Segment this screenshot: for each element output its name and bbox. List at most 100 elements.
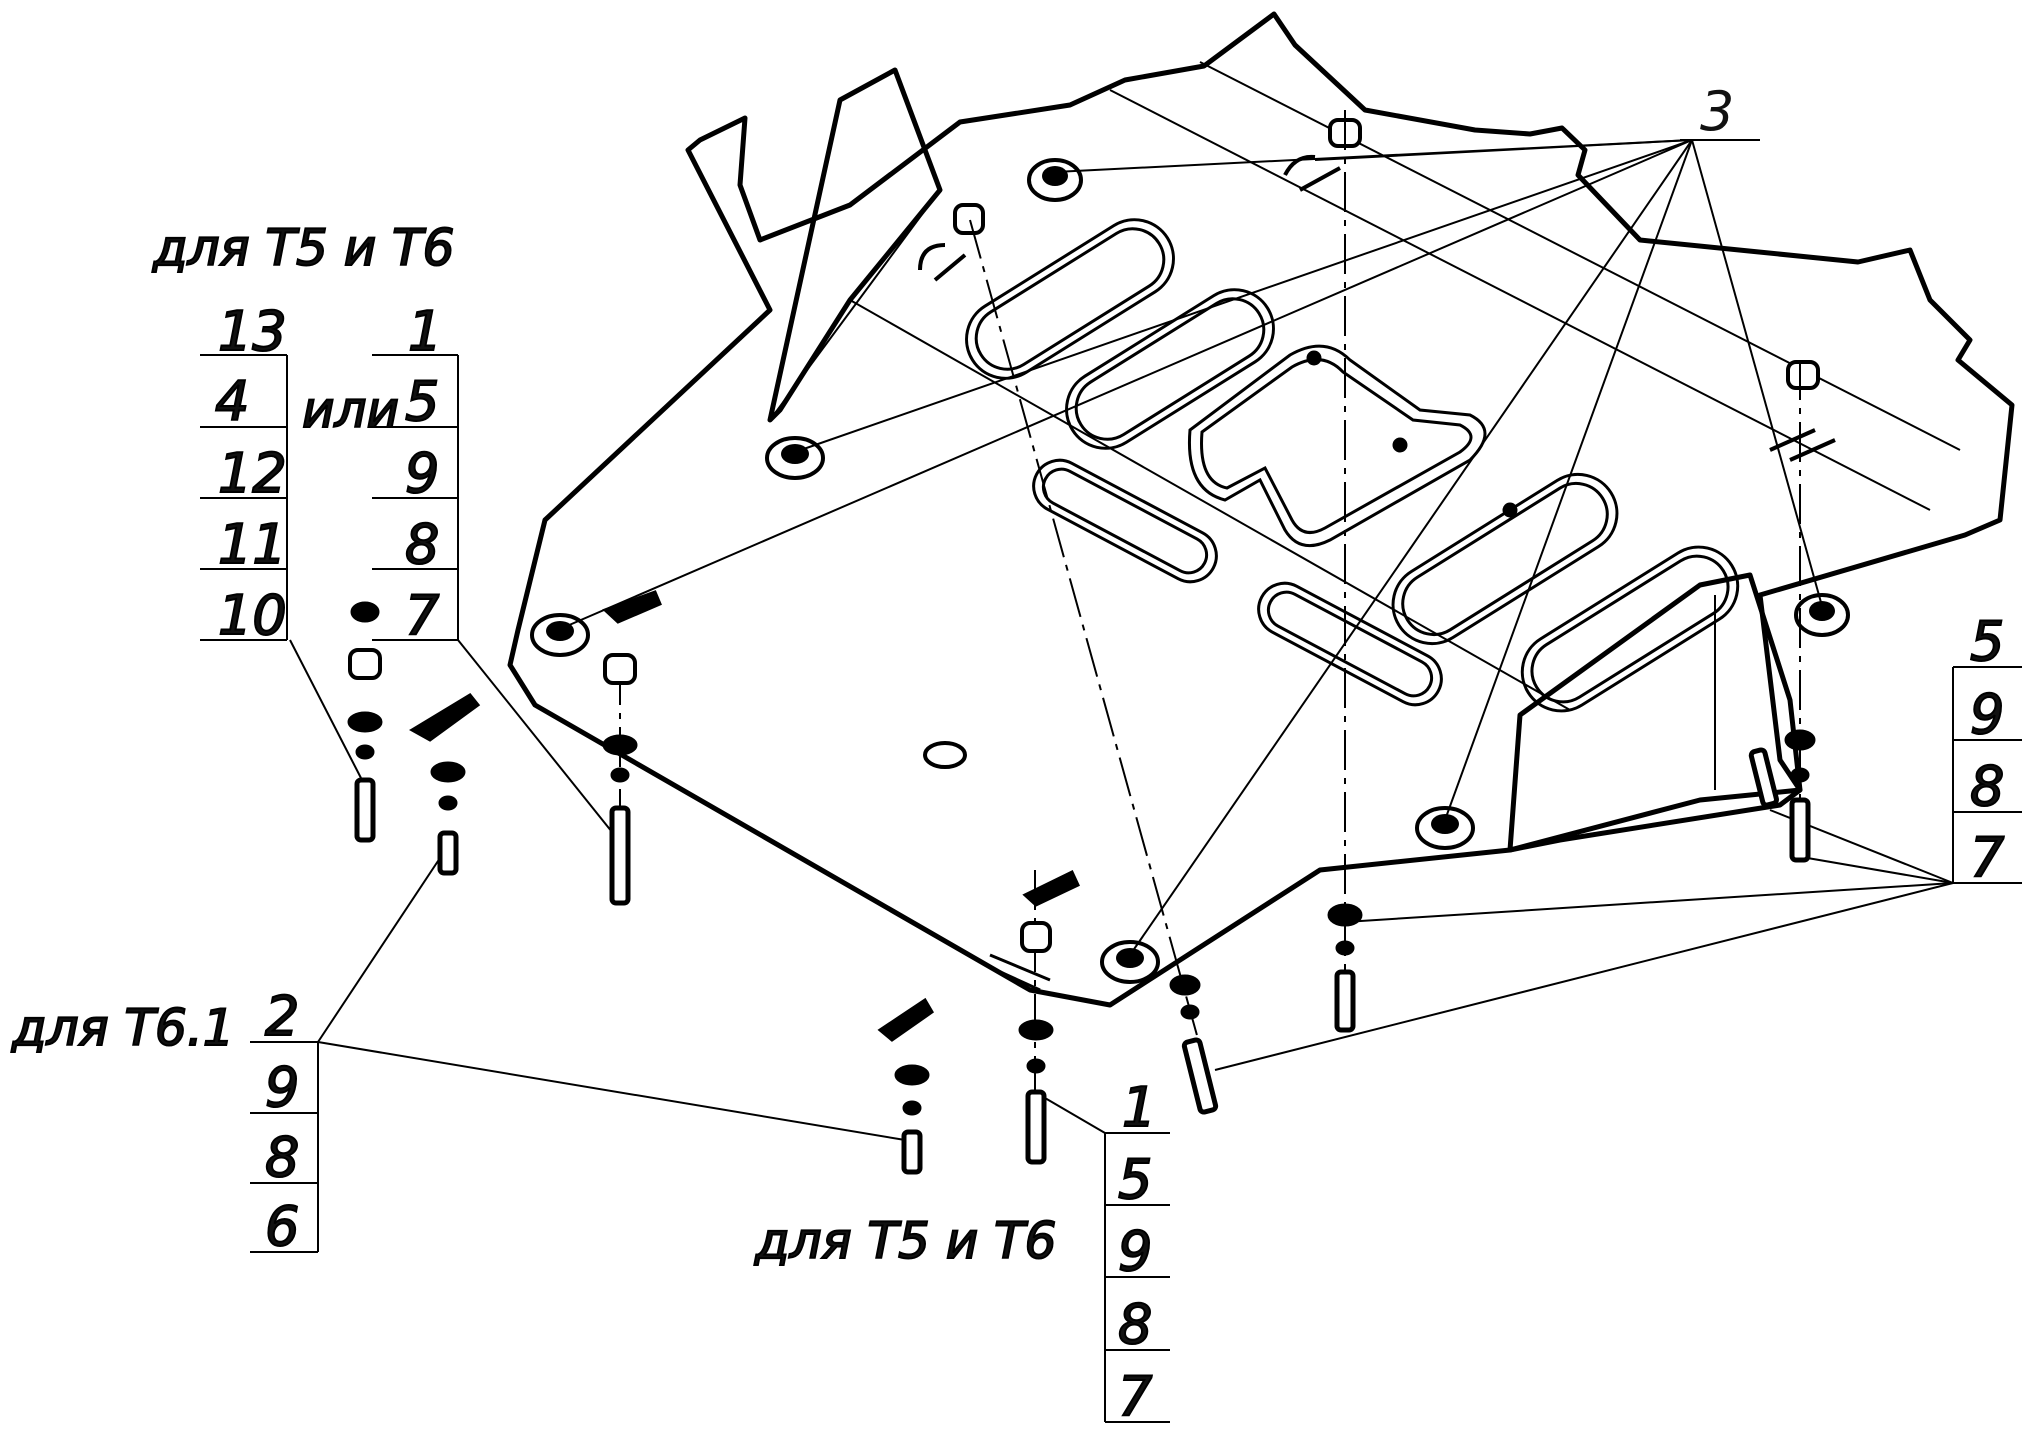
leader-7-right — [1344, 882, 1954, 923]
part-4: 4 — [215, 370, 249, 433]
leader-3 — [1691, 139, 1823, 607]
rib-5 — [1520, 545, 1740, 713]
washer — [1169, 974, 1201, 996]
bolt — [901, 1129, 923, 1175]
part-5: 5 — [1970, 610, 2004, 673]
fastener-set-c — [602, 590, 662, 906]
slot-1-inner — [1041, 467, 1209, 575]
leader-1 — [1044, 1097, 1106, 1134]
rib-2-inner — [1074, 297, 1266, 441]
spacer — [1020, 921, 1052, 953]
part-11: 11 — [218, 513, 287, 576]
rib-1-inner — [974, 227, 1166, 371]
washer — [1327, 903, 1363, 927]
part-5: 5 — [1118, 1148, 1152, 1211]
leader-2 — [317, 857, 441, 1043]
part-7: 7 — [405, 584, 439, 647]
axis-line — [969, 219, 1216, 1101]
part-12: 12 — [218, 442, 287, 505]
weld-nut — [1027, 158, 1083, 202]
plate-outline — [507, 11, 2015, 1008]
slot-mark — [1283, 154, 1341, 192]
lock-washer — [1335, 940, 1355, 956]
small-hole-3 — [1502, 502, 1518, 518]
bracket — [877, 997, 934, 1042]
weld-nut — [1794, 593, 1850, 637]
part-10: 10 — [218, 584, 287, 647]
leader-10 — [289, 639, 363, 781]
stamped-ribs — [923, 218, 1740, 769]
bolt — [1334, 969, 1356, 1033]
spacer — [953, 203, 985, 235]
leader-7-right — [1789, 854, 1954, 884]
washer — [1784, 729, 1816, 751]
caption-upper-left: для Т5 и Т6 — [152, 219, 455, 277]
bolt — [354, 777, 376, 843]
slot-mark — [918, 243, 967, 282]
small-hole-1 — [1306, 350, 1322, 366]
leader-3 — [559, 139, 1693, 630]
fastener-set-g — [1327, 903, 1363, 1033]
spacer — [348, 648, 382, 680]
caption-left: для Т6.1 — [11, 999, 235, 1057]
lock-washer — [902, 1100, 922, 1116]
lock-washer — [1026, 1058, 1046, 1074]
leader-lines — [289, 110, 1954, 1141]
bend-line-1 — [849, 299, 1571, 711]
right-flange — [1507, 572, 1803, 853]
weld-nut — [1415, 806, 1475, 850]
fasteners — [347, 590, 1816, 1175]
slot-1 — [1032, 458, 1218, 584]
part-7: 7 — [1970, 826, 2004, 889]
fastener-set-b — [409, 693, 481, 876]
part-6: 6 — [265, 1195, 299, 1258]
leader-7 — [457, 639, 613, 833]
weld-nut — [530, 613, 590, 657]
lock-washer — [1180, 1004, 1200, 1020]
rib-1 — [965, 218, 1175, 380]
small-hole-2 — [1392, 437, 1408, 453]
bracket — [409, 693, 481, 742]
lock-washer — [1790, 767, 1810, 783]
plate-spacers — [918, 118, 1836, 462]
bracket — [602, 590, 662, 624]
part-1: 1 — [1122, 1076, 1156, 1139]
part-7: 7 — [1118, 1365, 1152, 1428]
part-3: 3 — [1700, 80, 1734, 143]
bolt — [1181, 1037, 1219, 1115]
lock-washer — [610, 767, 630, 783]
bend-line-3 — [1199, 61, 1961, 451]
rib-4-inner — [1401, 481, 1609, 637]
caption-bottom: для Т5 и Т6 — [754, 1212, 1057, 1270]
slot-mark — [984, 953, 1051, 992]
rib-3 — [1187, 344, 1487, 548]
slot-2 — [1257, 581, 1443, 707]
or-label: или — [302, 381, 399, 439]
part-1: 1 — [408, 300, 442, 363]
callout-top-right: 3 — [1700, 80, 1734, 143]
bolt — [1025, 1089, 1047, 1165]
callout-upper-left: для Т5 и Т6 13 4 12 11 10 или 1 5 9 8 7 — [151, 218, 459, 648]
bolt — [1748, 747, 1779, 808]
part-8: 8 — [405, 513, 439, 576]
fastener-set-d — [984, 869, 1080, 1165]
part-9: 9 — [405, 442, 439, 505]
fastener-set-e — [877, 997, 934, 1175]
washer — [1018, 1019, 1054, 1041]
part-9: 9 — [1970, 683, 2004, 746]
callout-left: для Т6.1 2 9 8 6 — [10, 984, 319, 1259]
callout-bottom: для Т5 и Т6 1 5 9 8 7 — [753, 1075, 1170, 1429]
weld-nut — [765, 436, 825, 480]
part-5: 5 — [405, 370, 439, 433]
left-flange — [767, 67, 943, 423]
washer — [430, 761, 466, 783]
fastener-set-h — [1748, 729, 1816, 863]
part-13: 13 — [218, 300, 287, 363]
fastener-set-a — [347, 601, 383, 843]
lock-washer — [355, 744, 375, 760]
rib-4 — [1391, 472, 1619, 646]
rib-3-inner — [1200, 358, 1473, 534]
callout-right: 5 9 8 7 — [1952, 609, 2022, 890]
part-8: 8 — [1970, 755, 2004, 818]
